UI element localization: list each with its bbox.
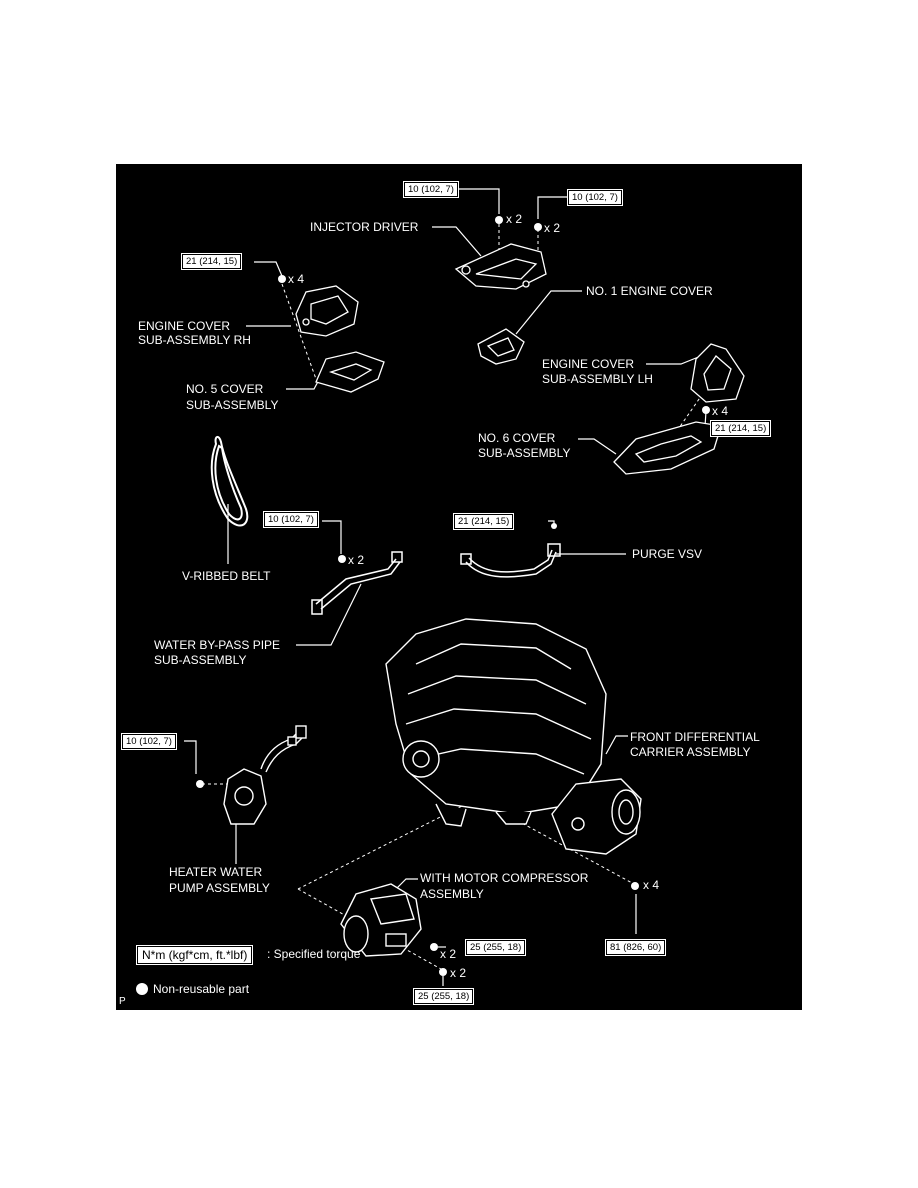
front-differential-part <box>551 778 642 855</box>
leader-injector-torque-right <box>537 196 568 219</box>
motor-compressor-part <box>340 883 422 957</box>
label-engine-cover-rh-1: ENGINE COVER <box>138 319 231 333</box>
label-no5-cover-1: NO. 5 COVER <box>186 382 264 396</box>
leader-rh-torque <box>254 261 283 277</box>
qty-injector-left: x 2 <box>506 212 523 226</box>
label-water-bypass-1: WATER BY-PASS PIPE <box>154 638 281 652</box>
dashed-lh-link <box>660 388 707 455</box>
parts-diagram: INJECTOR DRIVER NO. 1 ENGINE COVER ENGIN… <box>116 164 802 1010</box>
label-no6-cover-2: SUB-ASSEMBLY <box>478 446 571 460</box>
label-v-ribbed-belt: V-RIBBED BELT <box>182 569 271 583</box>
torque-injector-left: 10 (102, 7) <box>403 181 459 198</box>
dashed-rh-link <box>281 283 317 380</box>
injector-driver-part <box>454 243 547 290</box>
leader-pipe-torque <box>322 520 342 554</box>
label-heater-pump-1: HEATER WATER <box>169 865 263 879</box>
qty-front-diff: x 4 <box>643 878 660 892</box>
leader-no1-cover <box>515 290 582 335</box>
label-injector-driver: INJECTOR DRIVER <box>310 220 419 234</box>
label-front-diff-2: CARRIER ASSEMBLY <box>630 745 751 759</box>
qty-rh-cover: x 4 <box>288 272 305 286</box>
engine-cover-rh-part <box>295 285 359 337</box>
leader-injector-torque-left <box>454 188 500 214</box>
label-compressor-1: WITH MOTOR COMPRESSOR <box>420 871 589 885</box>
no1-engine-cover-part <box>477 328 525 365</box>
qty-lh-cover: x 4 <box>712 404 729 418</box>
label-engine-cover-rh-2: SUB-ASSEMBLY RH <box>138 333 251 347</box>
purge-vsv-part <box>460 543 561 578</box>
torque-lh-cover: 21 (214, 15) <box>709 420 772 437</box>
legend-nonreusable-text: Non-reusable part <box>153 982 250 996</box>
label-compressor-2: ASSEMBLY <box>420 887 484 901</box>
legend-torque-text: : Specified torque <box>267 947 361 961</box>
label-heater-pump-2: PUMP ASSEMBLY <box>169 881 270 895</box>
water-bypass-pipe-part <box>311 551 403 615</box>
leader-lh-cover <box>646 355 702 365</box>
qty-injector-right: x 2 <box>544 221 561 235</box>
qty-compressor-lower: x 2 <box>450 966 467 980</box>
leader-front-diff <box>605 735 628 755</box>
leader-heater-torque <box>184 740 197 774</box>
leader-injector-driver <box>432 226 482 257</box>
qty-compressor-upper: x 2 <box>440 947 457 961</box>
torque-purge-vsv: 21 (214, 15) <box>452 513 515 530</box>
torque-water-pipe: 10 (102, 7) <box>263 511 319 528</box>
leader-no6-cover <box>578 438 617 455</box>
label-no6-cover-1: NO. 6 COVER <box>478 431 556 445</box>
no5-cover-part <box>315 351 385 393</box>
label-purge-vsv: PURGE VSV <box>632 547 703 561</box>
diagram-art <box>184 188 745 986</box>
torque-compressor-upper: 25 (255, 18) <box>464 939 527 956</box>
no6-cover-part <box>613 421 722 475</box>
label-engine-cover-lh-1: ENGINE COVER <box>542 357 635 371</box>
bolt-markers <box>196 216 710 976</box>
label-water-bypass-2: SUB-ASSEMBLY <box>154 653 247 667</box>
torque-injector-right: 10 (102, 7) <box>567 189 623 206</box>
torque-rh-cover: 21 (214, 15) <box>180 253 243 270</box>
torque-heater-pump: 10 (102, 7) <box>121 733 177 750</box>
torque-compressor-lower: 25 (255, 18) <box>412 988 475 1005</box>
qty-water-pipe: x 2 <box>348 553 365 567</box>
engine-block-part <box>385 618 607 827</box>
heater-water-pump-part <box>223 725 307 825</box>
label-no5-cover-2: SUB-ASSEMBLY <box>186 398 279 412</box>
engine-cover-lh-part <box>690 343 745 403</box>
label-engine-cover-lh-2: SUB-ASSEMBLY LH <box>542 372 653 386</box>
legend-nonreusable-dot <box>136 983 148 995</box>
label-front-diff-1: FRONT DIFFERENTIAL <box>630 730 760 744</box>
torque-front-diff: 81 (826, 60) <box>604 939 667 956</box>
leader-compressor <box>395 878 418 890</box>
legend-torque-box: N*m (kgf*cm, ft.*lbf) <box>135 945 254 965</box>
label-no1-engine-cover: NO. 1 ENGINE COVER <box>586 284 713 298</box>
corner-mark: P <box>119 996 126 1007</box>
v-ribbed-belt-part <box>210 436 249 527</box>
dashed-heater-link <box>297 803 467 890</box>
leader-water-pipe <box>296 583 362 646</box>
